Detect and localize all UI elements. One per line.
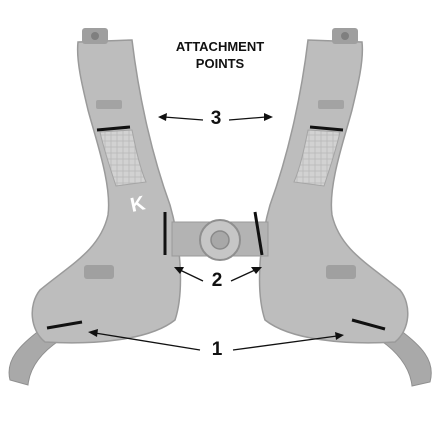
callout-label-2: 2 — [211, 270, 223, 291]
left-mesh-panel — [99, 129, 147, 187]
callout-arrows — [88, 113, 344, 351]
title-line-1: ATTACHMENT — [175, 39, 265, 54]
left-shoulder-pad — [31, 39, 182, 344]
brand-logo-icon: K — [128, 192, 147, 217]
right-mesh-panel — [293, 129, 341, 187]
callout-label-3: 3 — [210, 108, 222, 129]
bottom-strap-right — [379, 329, 432, 387]
callout-label-1: 1 — [211, 339, 223, 360]
bottom-strap-left — [8, 329, 61, 386]
diagram-title: ATTACHMENT POINTS — [150, 38, 290, 72]
attachment-markers — [46, 125, 386, 331]
right-shoulder-pad — [258, 39, 409, 344]
title-line-2: POINTS — [195, 56, 245, 71]
